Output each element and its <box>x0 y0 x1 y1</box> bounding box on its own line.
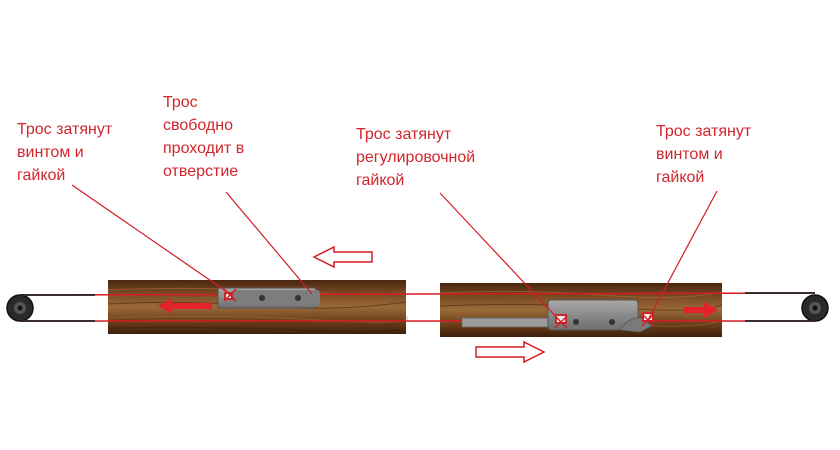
right-slider-carriage <box>461 299 654 333</box>
cable-dark-segments <box>20 292 815 322</box>
arrow-left-outline-icon <box>312 245 373 269</box>
label-cable-passes-freely: Трос свободно проходит в отверстие <box>163 94 245 180</box>
cable <box>19 292 816 322</box>
leader-lines <box>71 184 718 323</box>
label-cable-tightened-adjusting-nut: Трос затянут регулировочной гайкой <box>356 126 476 189</box>
attachment-marks <box>223 288 655 329</box>
pulley-icon <box>801 294 829 322</box>
arrow-right-filled-icon <box>684 302 718 318</box>
pulley-icon <box>6 294 34 322</box>
left-slider-carriage <box>217 287 320 309</box>
arrow-left-filled-icon <box>158 298 212 314</box>
label-cable-tightened-right: Трос затянут винтом и гайкой <box>656 123 752 186</box>
label-cable-tightened-left: Трос затянут винтом и гайкой <box>17 121 113 184</box>
arrow-right-outline-icon <box>475 340 546 364</box>
